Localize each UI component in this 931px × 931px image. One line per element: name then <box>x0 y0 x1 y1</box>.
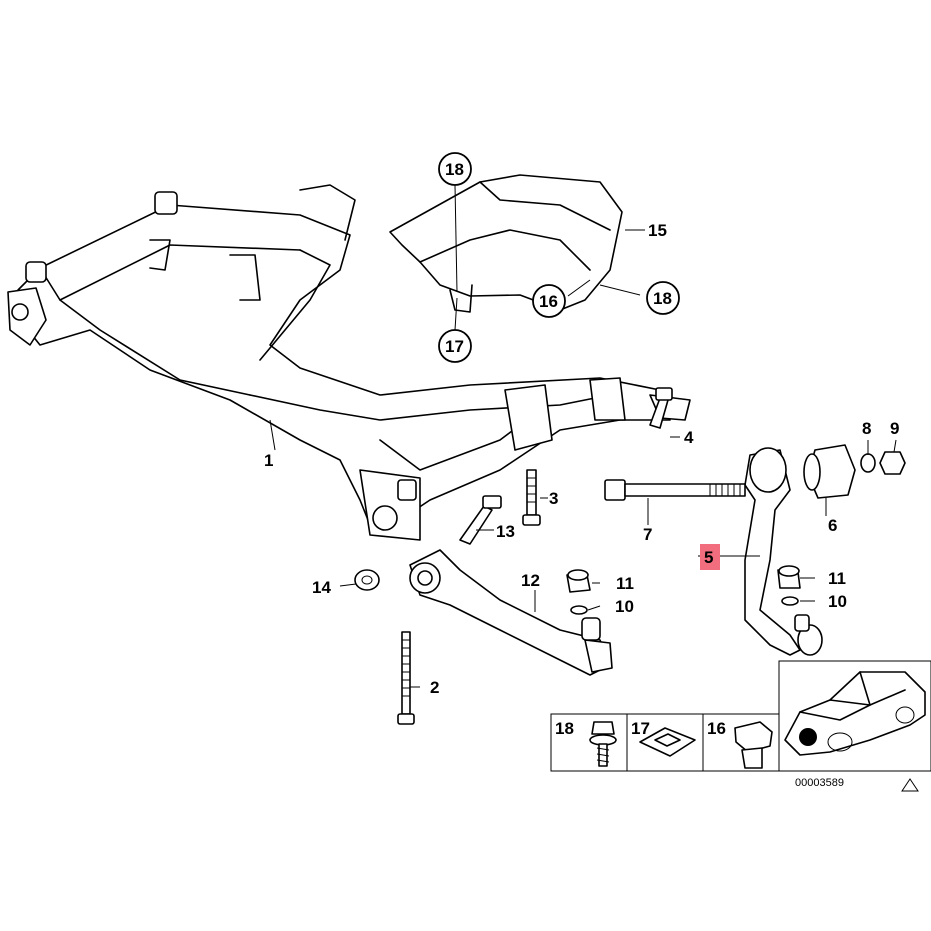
label-18-top: 18 <box>445 160 464 179</box>
label-18-right: 18 <box>653 289 672 308</box>
diagram-number: 00003589 <box>795 777 844 789</box>
circle-18-top <box>438 152 472 186</box>
leader-lines <box>269 184 897 688</box>
control-arm-5-drawing <box>744 447 823 656</box>
circle-17 <box>438 329 472 363</box>
bushing-parts <box>803 444 906 499</box>
label-10b: 10 <box>828 592 847 611</box>
subframe-drawing <box>7 184 691 541</box>
highlight-5 <box>700 544 720 570</box>
car-location-inset <box>778 660 931 772</box>
bolt-7-drawing <box>604 479 746 501</box>
label-13: 13 <box>496 522 515 541</box>
label-15: 15 <box>648 221 667 240</box>
label-2: 2 <box>430 678 439 697</box>
part-labels: 1 2 3 4 5 6 7 8 9 10 10 11 11 12 13 14 1… <box>264 221 899 697</box>
label-4: 4 <box>684 428 694 447</box>
inset-frame <box>778 660 931 772</box>
label-11b: 11 <box>828 569 846 588</box>
bolt-4-drawing <box>649 387 673 429</box>
label-16: 16 <box>539 292 558 311</box>
label-8: 8 <box>862 419 871 438</box>
bolt-2-drawing <box>397 631 415 725</box>
label-3: 3 <box>549 489 558 508</box>
label-17: 17 <box>445 337 464 356</box>
label-10a: 10 <box>615 597 634 616</box>
circle-18-right <box>646 281 680 315</box>
circled-labels: 18 17 16 18 <box>438 152 680 363</box>
nuts-and-washers <box>354 565 801 615</box>
circle-16 <box>532 284 566 318</box>
label-1: 1 <box>264 451 273 470</box>
legend-label-16: 16 <box>707 719 726 738</box>
location-marker <box>799 728 817 746</box>
label-9: 9 <box>890 419 899 438</box>
underbody-cover-drawing <box>389 174 623 313</box>
label-7: 7 <box>643 525 652 544</box>
warning-triangle-icon <box>901 778 919 792</box>
bolt-13-drawing <box>459 495 502 545</box>
label-12: 12 <box>521 571 540 590</box>
label-5: 5 <box>704 548 713 567</box>
legend-label-17: 17 <box>631 719 650 738</box>
legend-label-18: 18 <box>555 719 574 738</box>
label-6: 6 <box>828 516 837 535</box>
control-arm-12-drawing <box>409 549 613 676</box>
legend-fasteners: 18 17 16 <box>550 713 780 772</box>
bolt-3-drawing <box>522 469 541 526</box>
label-11a: 11 <box>616 574 634 593</box>
label-14: 14 <box>312 578 331 597</box>
